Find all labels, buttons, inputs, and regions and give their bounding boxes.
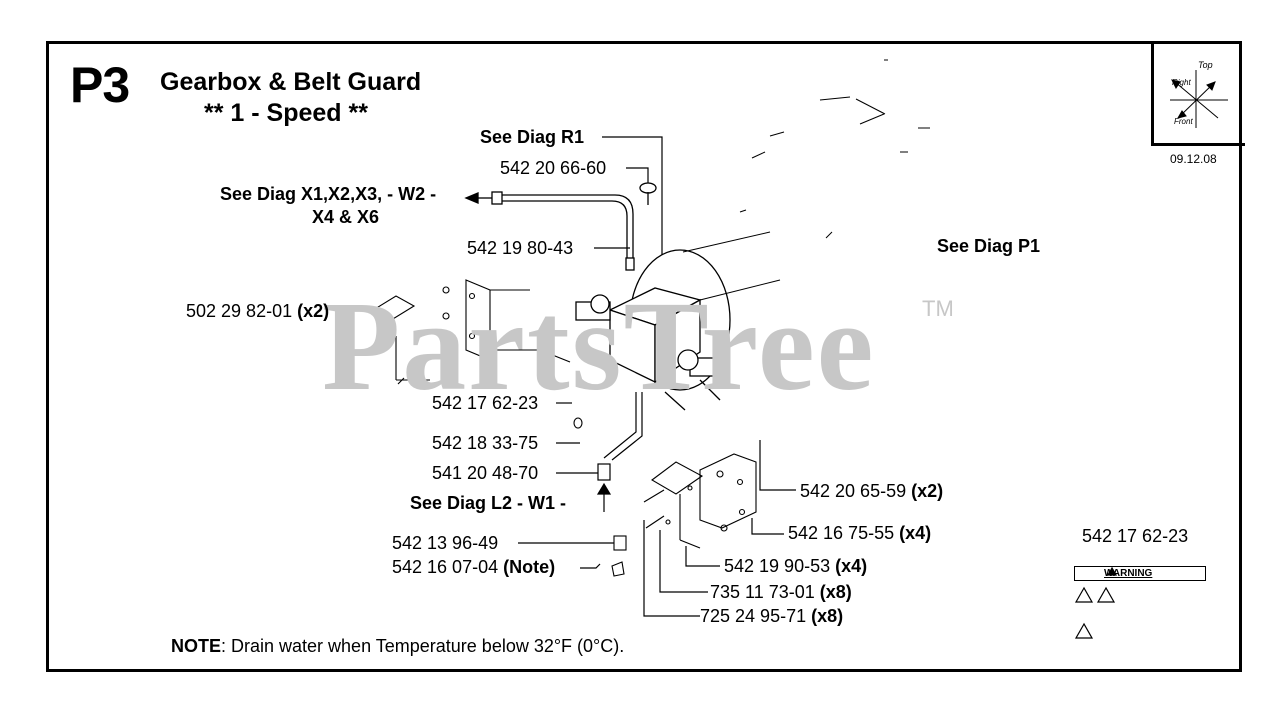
upper-hose <box>464 191 635 271</box>
part-callout[interactable]: 542 19 80-43 <box>467 238 574 258</box>
footer-note: NOTE: Drain water when Temperature below… <box>171 636 624 657</box>
leader-lines <box>518 136 796 617</box>
note-text: : Drain water when Temperature below 32°… <box>221 636 625 656</box>
right-belt-guard <box>643 453 757 549</box>
warning-decal-icons <box>1074 566 1118 639</box>
decal-warning-box <box>1074 566 1206 581</box>
left-belt-guard <box>368 279 571 385</box>
part-callout[interactable]: 502 29 82-01 (x2) <box>186 301 330 321</box>
part-callout[interactable]: 542 18 33-75 <box>432 433 539 453</box>
small-parts <box>573 417 627 577</box>
ref-diag-x[interactable]: See Diag X1,X2,X3, - W2 - <box>220 184 437 204</box>
svg-text:Front: Front <box>1174 117 1193 126</box>
page-title: Gearbox & Belt Guard <box>160 68 422 96</box>
part-callout[interactable]: 542 19 90-53 (x4) <box>724 556 868 576</box>
part-callout[interactable]: 735 11 73-01 (x8) <box>710 582 852 602</box>
part-callout[interactable]: 542 20 65-59 (x2) <box>800 481 944 501</box>
ref-diag-l2[interactable]: See Diag L2 - W1 - <box>410 493 567 513</box>
watermark-logo: PartsTree <box>322 275 876 417</box>
orientation-box <box>1151 43 1245 146</box>
part-callout[interactable]: 542 20 66-60 <box>500 158 607 178</box>
diagram-frame <box>46 41 1242 672</box>
svg-text:Right: Right <box>1172 78 1191 87</box>
note-label: NOTE <box>171 636 222 656</box>
part-callout[interactable]: 542 16 75-55 (x4) <box>788 523 932 543</box>
ref-diag-p1[interactable]: See Diag P1 <box>937 236 1041 256</box>
part-callout[interactable]: 542 13 96-49 <box>392 533 499 553</box>
part-callout[interactable]: 542 16 07-04 (Note) <box>392 557 556 577</box>
ref-diag-x-cont: X4 & X6 <box>312 207 380 227</box>
part-callout[interactable]: 541 20 48-70 <box>432 463 539 483</box>
orientation-axes-icon: Top Right Front <box>1170 60 1228 128</box>
gearbox <box>575 182 731 411</box>
part-callout[interactable]: 725 24 95-71 (x8) <box>700 606 844 626</box>
revision-date: 09.12.08 <box>1170 152 1217 166</box>
svg-text:Top: Top <box>1198 60 1213 70</box>
deck-fragments <box>682 59 930 301</box>
decal-part-number[interactable]: 542 17 62-23 <box>1082 526 1189 546</box>
trademark-mark: TM <box>922 296 954 321</box>
page-number: P3 <box>70 57 130 113</box>
ref-diag-r1[interactable]: See Diag R1 <box>480 127 585 147</box>
part-callout[interactable]: 542 17 62-23 <box>432 393 539 413</box>
lower-hose <box>596 392 643 512</box>
page-subtitle: ** 1 - Speed ** <box>204 99 368 127</box>
decal-warning-label: WARNING <box>1104 568 1153 579</box>
